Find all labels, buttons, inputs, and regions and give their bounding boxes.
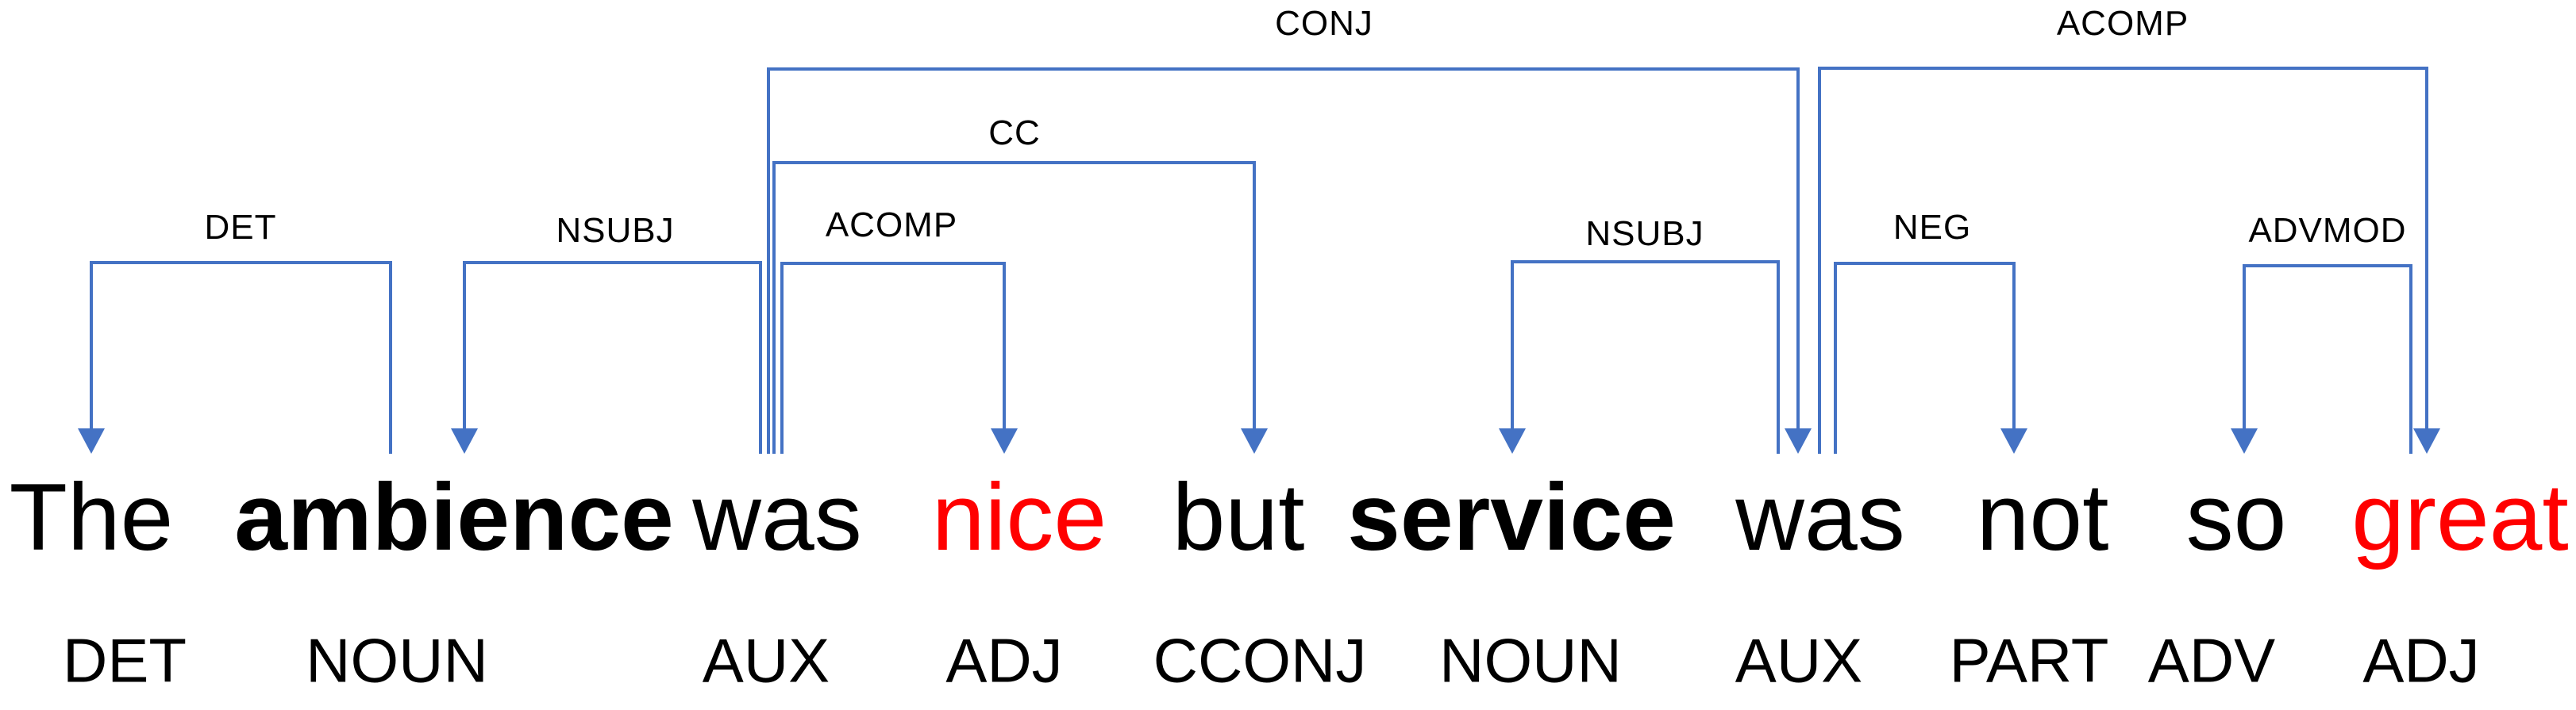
arc-anchor-nsubj-1 [759, 261, 762, 454]
arc-anchor-conj-4 [767, 67, 770, 454]
arc-label-acomp-2: ACOMP [825, 205, 958, 244]
pos-tag-aux-6: AUX [1735, 625, 1863, 696]
token-word-was-2: was [692, 464, 862, 570]
arc-anchor-acomp-7 [1818, 67, 1821, 454]
token-word-the-0: The [9, 464, 174, 570]
arrow-down-icon-advmod-8 [2231, 428, 2258, 454]
arrow-down-icon-neg-6 [2000, 428, 2027, 454]
arrow-down-icon-nsubj-1 [451, 428, 478, 454]
dependency-arc-nsubj-5 [1511, 260, 1780, 263]
arc-label-det-0: DET [204, 208, 277, 247]
token-word-nice-3: nice [931, 464, 1107, 570]
arc-label-cc-3: CC [988, 113, 1041, 152]
arc-anchor-neg-6 [1834, 262, 1837, 454]
pos-tag-noun-5: NOUN [1439, 625, 1622, 696]
arc-anchor-nsubj-5 [1777, 260, 1780, 454]
dependency-arc-neg-6 [1834, 262, 2016, 265]
arc-label-acomp-7: ACOMP [2056, 4, 2189, 43]
dependency-arc-nsubj-1 [463, 261, 762, 264]
dependency-arc-det-0 [90, 261, 392, 264]
pos-tag-aux-2: AUX [702, 625, 830, 696]
pos-tag-adj-3: ADJ [945, 625, 1063, 696]
token-word-so-8: so [2185, 464, 2287, 570]
arc-arrow-shaft-conj-4 [1796, 67, 1800, 430]
pos-tag-noun-1: NOUN [306, 625, 488, 696]
arrow-down-icon-acomp-7 [2413, 428, 2440, 454]
dependency-arc-acomp-7 [1818, 67, 2428, 70]
arc-arrow-shaft-acomp-2 [1003, 262, 1006, 430]
pos-tag-adj-9: ADJ [2362, 625, 2480, 696]
token-word-great-9: great [2351, 464, 2569, 570]
arc-arrow-shaft-acomp-7 [2425, 67, 2428, 430]
arc-label-conj-4: CONJ [1275, 4, 1373, 43]
pos-tag-cconj-4: CCONJ [1153, 625, 1367, 696]
arrow-down-icon-acomp-2 [991, 428, 1018, 454]
arc-anchor-det-0 [389, 261, 392, 454]
arrow-down-icon-cc-3 [1241, 428, 1268, 454]
dependency-arc-conj-4 [767, 67, 1800, 71]
dependency-arc-advmod-8 [2243, 264, 2412, 267]
arc-arrow-shaft-neg-6 [2012, 262, 2016, 430]
arrow-down-icon-det-0 [78, 428, 105, 454]
token-word-was-6: was [1735, 464, 1905, 570]
token-word-but-4: but [1172, 464, 1305, 570]
token-word-service-5: service [1347, 464, 1676, 570]
arrow-down-icon-nsubj-5 [1499, 428, 1526, 454]
arc-arrow-shaft-nsubj-1 [463, 261, 466, 430]
arc-anchor-cc-3 [772, 161, 776, 454]
arrow-down-icon-conj-4 [1785, 428, 1812, 454]
arc-label-nsubj-1: NSUBJ [556, 211, 675, 250]
dependency-arc-cc-3 [772, 161, 1256, 164]
token-word-not-7: not [1976, 464, 2109, 570]
arc-anchor-advmod-8 [2409, 264, 2412, 454]
arc-arrow-shaft-advmod-8 [2243, 264, 2246, 430]
pos-tag-adv-8: ADV [2147, 625, 2276, 696]
arc-label-advmod-8: ADVMOD [2248, 211, 2407, 250]
arc-label-nsubj-5: NSUBJ [1585, 214, 1704, 253]
arc-arrow-shaft-nsubj-5 [1511, 260, 1514, 430]
arc-arrow-shaft-det-0 [90, 261, 93, 430]
arc-label-neg-6: NEG [1893, 208, 1972, 247]
arc-arrow-shaft-cc-3 [1253, 161, 1256, 430]
arc-anchor-acomp-2 [780, 262, 784, 454]
dependency-arc-acomp-2 [780, 262, 1006, 265]
token-word-ambience-1: ambience [234, 464, 674, 570]
pos-tag-part-7: PART [1949, 625, 2109, 696]
pos-tag-det-0: DET [63, 625, 187, 696]
